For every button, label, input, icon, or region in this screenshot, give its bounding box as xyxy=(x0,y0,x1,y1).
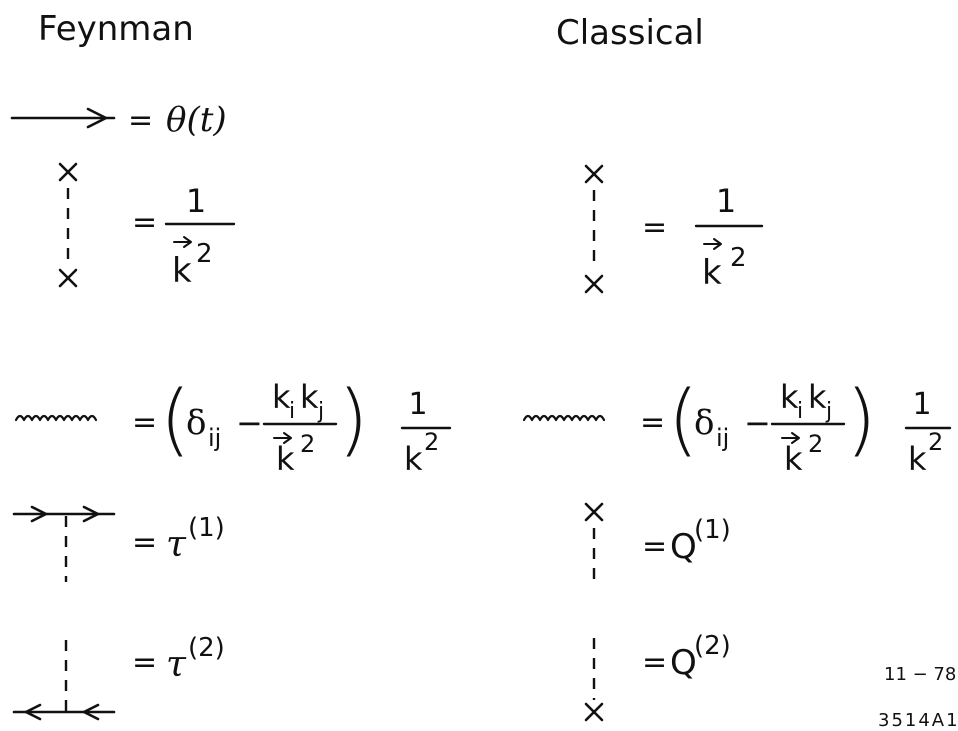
vertex-two-feynman-symbol: τ xyxy=(166,644,187,685)
step-propagator-line xyxy=(10,107,116,129)
equals-sign: = xyxy=(132,525,157,560)
vertex-one-feynman-lines xyxy=(12,505,116,582)
vertex-one-classical-symbol: Q xyxy=(670,527,697,567)
minus-sign: − xyxy=(744,404,771,442)
transverse-expression-classical: ( δ ij − k i k j k 2 ) 1 k 2 xyxy=(668,375,952,478)
vertex-one-feynman-symbol: τ xyxy=(166,524,187,565)
transverse-photon-line-classical xyxy=(522,414,606,422)
num-k2: k xyxy=(808,378,827,416)
vertex-one-superscript: (1) xyxy=(188,513,225,543)
num-sub-i: i xyxy=(289,399,295,424)
fraction-denominator-exponent: 2 xyxy=(730,243,747,273)
num-sub-i: i xyxy=(797,399,803,424)
delta-symbol: δ xyxy=(694,403,714,443)
figure-date: 11 − 78 xyxy=(884,664,956,685)
equals-sign: = xyxy=(642,210,667,245)
paren-close: ) xyxy=(846,375,876,465)
minus-sign: − xyxy=(236,404,263,442)
fraction-denominator-exponent: 2 xyxy=(196,239,213,269)
fraction-denominator-k: k xyxy=(702,253,722,293)
equals-sign: = xyxy=(642,645,667,680)
vertex-two-superscript: (2) xyxy=(188,633,225,663)
heading-feynman: Feynman xyxy=(38,9,194,49)
vertex-two-feynman-lines xyxy=(12,640,116,721)
den-exponent: 2 xyxy=(300,430,315,458)
vertex-two-classical-lines xyxy=(584,638,604,722)
transverse-photon-line-feynman xyxy=(14,414,98,422)
coulomb-fraction-classical: 1 k 2 xyxy=(694,182,764,293)
tail-numerator: 1 xyxy=(408,387,427,422)
vertex-two-superscript: (2) xyxy=(694,631,731,661)
den-k: k xyxy=(276,440,295,478)
fraction-numerator: 1 xyxy=(186,182,206,220)
vertex-one-classical-lines xyxy=(584,502,604,586)
tail-numerator: 1 xyxy=(912,387,931,422)
figure-code: 3514A1 xyxy=(878,710,958,731)
vertex-two-classical-symbol: Q xyxy=(670,643,697,683)
coulomb-line-classical xyxy=(584,164,604,294)
num-sub-j: j xyxy=(317,399,324,424)
delta-subscript: ij xyxy=(208,424,221,452)
tail-denominator-k: k xyxy=(404,440,423,478)
equals-sign: = xyxy=(132,405,157,440)
equals-sign: = xyxy=(640,405,665,440)
paren-open: ( xyxy=(668,375,698,465)
coulomb-fraction-feynman: 1 k 2 xyxy=(164,182,236,291)
num-k1: k xyxy=(272,378,291,416)
tail-denominator-exponent: 2 xyxy=(928,428,943,456)
equals-sign: = xyxy=(132,205,157,240)
den-k: k xyxy=(784,440,803,478)
coulomb-line-feynman xyxy=(58,162,78,288)
paren-open: ( xyxy=(160,375,190,465)
tail-denominator-k: k xyxy=(908,440,927,478)
tail-denominator-exponent: 2 xyxy=(424,428,439,456)
transverse-expression-feynman: ( δ ij − k i k j k 2 ) 1 k 2 xyxy=(160,375,452,478)
heading-classical: Classical xyxy=(556,13,704,53)
delta-subscript: ij xyxy=(716,424,729,452)
equals-sign: = xyxy=(132,645,157,680)
fraction-denominator-k: k xyxy=(172,251,192,291)
vertex-one-superscript: (1) xyxy=(694,515,731,545)
delta-symbol: δ xyxy=(186,403,206,443)
fraction-numerator: 1 xyxy=(716,182,736,220)
step-function-label: θ(t) xyxy=(166,100,227,140)
num-sub-j: j xyxy=(825,399,832,424)
den-exponent: 2 xyxy=(808,430,823,458)
paren-close: ) xyxy=(338,375,368,465)
equals-sign: = xyxy=(642,529,667,564)
num-k1: k xyxy=(780,378,799,416)
equals-sign: = xyxy=(128,103,153,138)
num-k2: k xyxy=(300,378,319,416)
